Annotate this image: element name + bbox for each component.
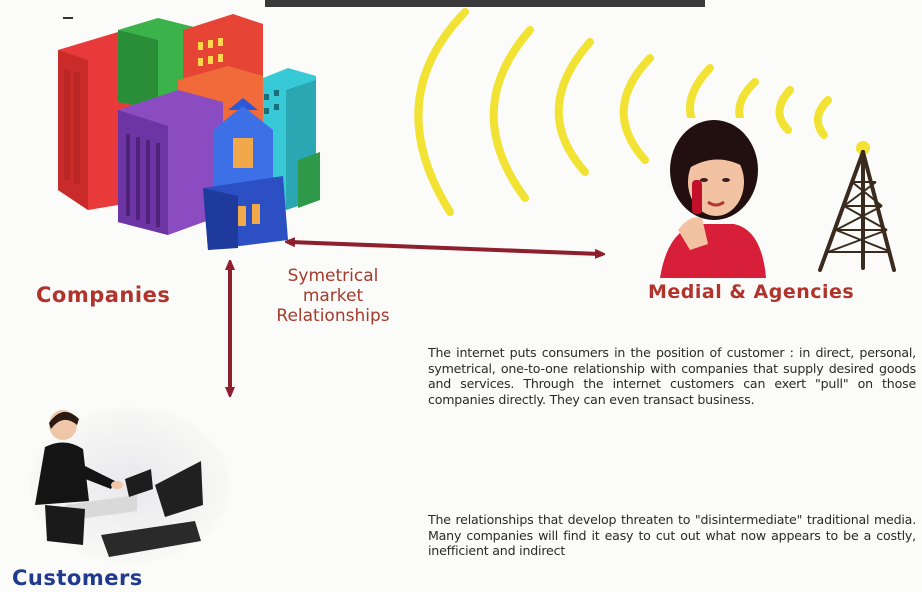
buildings-icon — [58, 14, 320, 250]
relationship-label: Symetrical market Relationships — [276, 266, 390, 326]
media-agencies-label: Medial & Agencies — [648, 281, 855, 303]
antenna-tower-icon — [818, 141, 896, 272]
dash-mark — [63, 17, 73, 19]
customers-label: Customers — [12, 566, 143, 590]
woman-phone-icon — [650, 118, 770, 278]
companies-label: Companies — [36, 283, 171, 307]
paragraph-1: The internet puts consumers in the posit… — [428, 345, 916, 407]
radio-waves-icon — [414, 8, 832, 216]
paragraph-2: The relationships that develop threaten … — [428, 512, 916, 558]
customer-workstation-icon — [30, 407, 230, 563]
header-rule — [265, 0, 705, 7]
